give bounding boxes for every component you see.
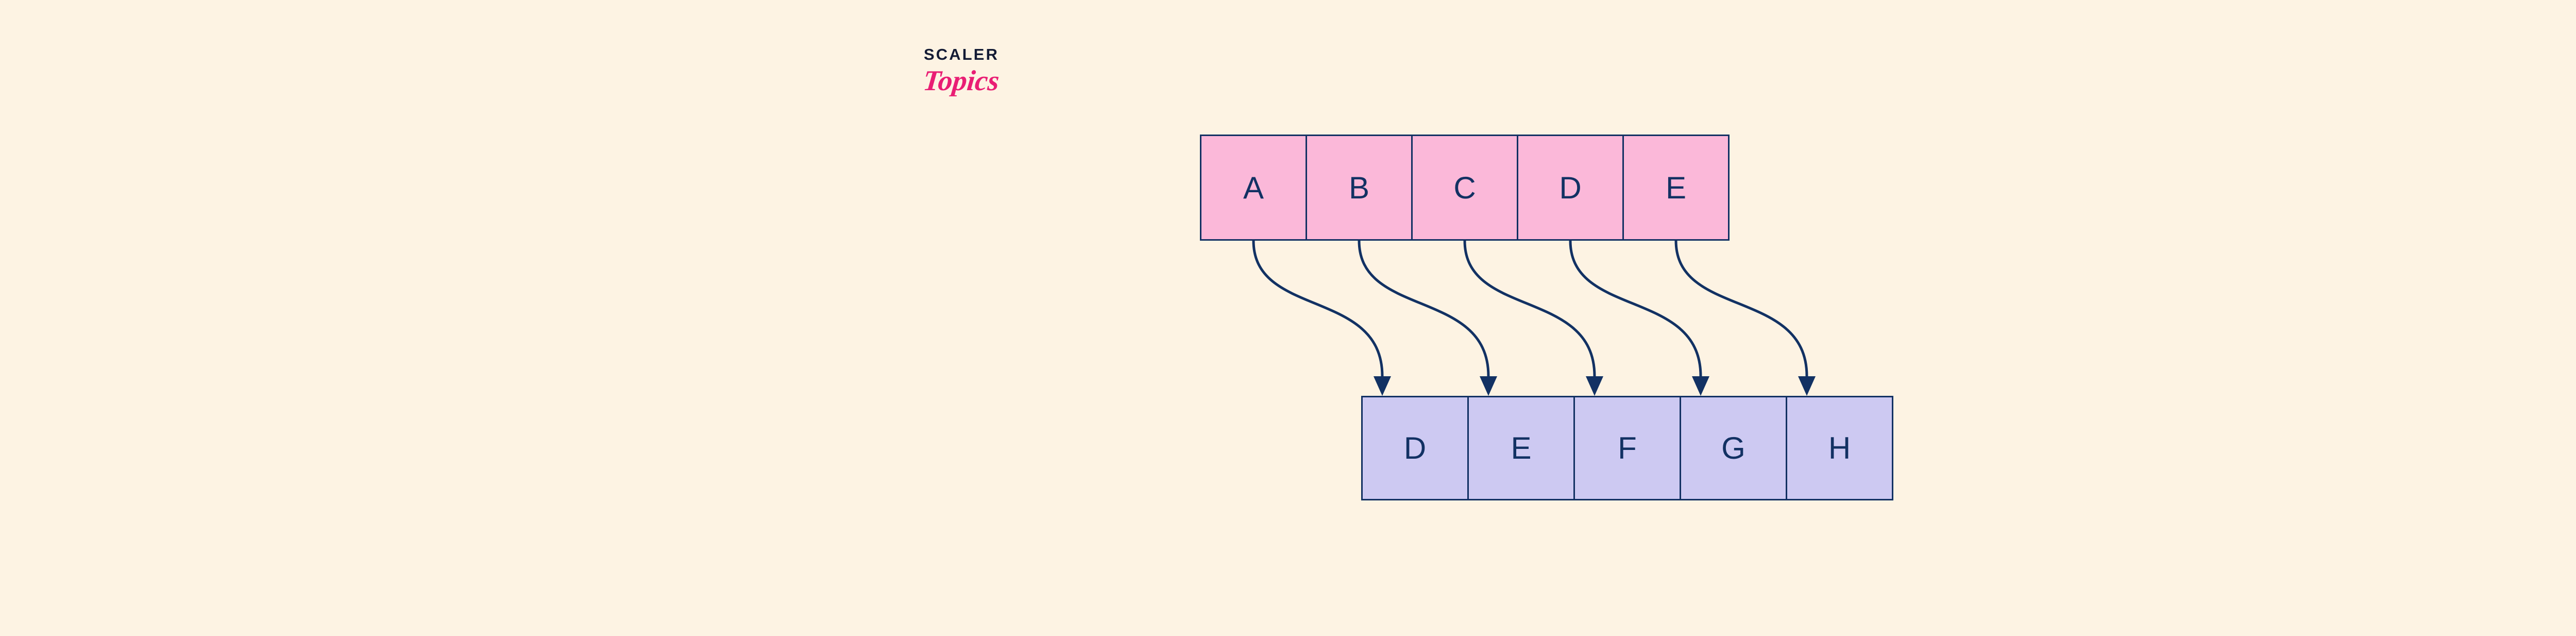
destination-cell-2[interactable]: F bbox=[1573, 396, 1681, 500]
connector-arrow-B-to-E bbox=[1358, 240, 1490, 377]
destination-cell-0[interactable]: D bbox=[1361, 396, 1469, 500]
arrowhead-B-to-E bbox=[1480, 376, 1497, 396]
source-cell-0[interactable]: A bbox=[1200, 135, 1307, 241]
connector-arrow-C-to-F bbox=[1463, 240, 1596, 377]
logo-scaler-wordmark: SCALER bbox=[924, 45, 999, 63]
source-cell-4[interactable]: E bbox=[1622, 135, 1730, 241]
connector-arrow-D-to-G bbox=[1569, 240, 1702, 377]
source-array: A B C D E bbox=[1200, 135, 1730, 241]
destination-cell-1[interactable]: E bbox=[1467, 396, 1575, 500]
logo-topics-wordmark: Topics bbox=[921, 65, 1001, 97]
destination-cell-4[interactable]: H bbox=[1786, 396, 1893, 500]
source-cell-2[interactable]: C bbox=[1411, 135, 1518, 241]
arrowhead-E-to-H bbox=[1798, 376, 1816, 396]
source-cell-3[interactable]: D bbox=[1517, 135, 1624, 241]
connector-arrow-A-to-D bbox=[1252, 240, 1384, 377]
arrowhead-D-to-G bbox=[1692, 376, 1709, 396]
source-cell-1[interactable]: B bbox=[1306, 135, 1413, 241]
destination-array: D E F G H bbox=[1361, 396, 1893, 500]
scaler-topics-logo: SCALER Topics bbox=[921, 45, 1047, 129]
arrowhead-C-to-F bbox=[1586, 376, 1603, 396]
destination-cell-3[interactable]: G bbox=[1680, 396, 1787, 500]
arrowhead-A-to-D bbox=[1374, 376, 1391, 396]
connector-arrow-E-to-H bbox=[1674, 240, 1808, 377]
